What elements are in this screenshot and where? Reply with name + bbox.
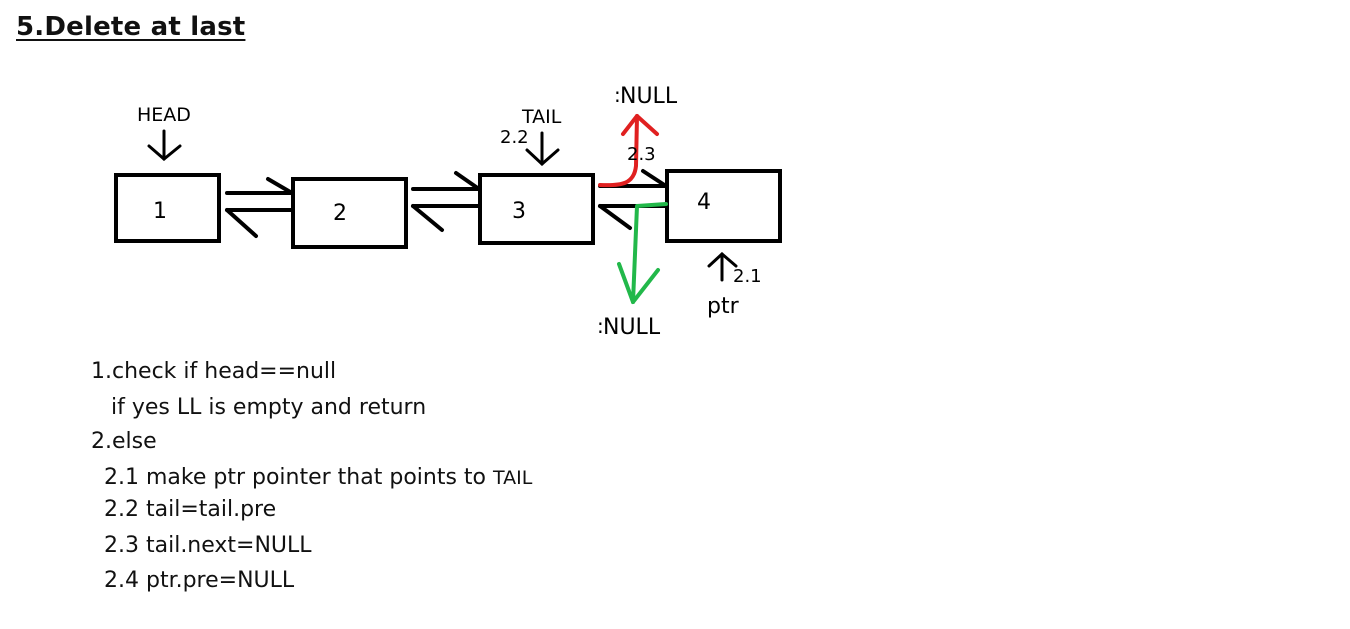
step-2-4: 2.4 ptr.pre=NULL <box>104 568 295 593</box>
node-box-3 <box>478 173 595 245</box>
step-2: 2.else <box>91 429 157 454</box>
ptr-arrow-icon <box>707 251 738 282</box>
step-2-1: 2.1 make ptr pointer that points to TAIL <box>104 464 532 492</box>
step-2-1-text: 2.1 make ptr pointer that points to <box>104 465 487 490</box>
node-label-3: 3 <box>512 199 526 224</box>
head-arrow-icon <box>147 129 182 161</box>
step-2-2: 2.2 tail=tail.pre <box>104 497 277 522</box>
node-label-1: 1 <box>153 199 167 224</box>
pre-null-arrow <box>617 202 668 304</box>
next-step-label: 2.3 <box>627 144 656 165</box>
ptr-step-label: 2.1 <box>733 266 762 287</box>
tail-step-label: 2.2 <box>500 127 529 148</box>
tail-label: TAIL <box>521 106 562 128</box>
link-1-2 <box>225 177 294 238</box>
step-1-yes: if yes LL is empty and return <box>111 395 427 420</box>
link-2-3 <box>411 171 481 232</box>
node-label-2: 2 <box>333 201 347 226</box>
page-title: 5.Delete at last <box>16 12 246 42</box>
ptr-label: ptr <box>707 294 740 319</box>
tail-arrow-icon <box>525 131 560 167</box>
link-3-4 <box>598 169 668 230</box>
null-bottom-label: NULL <box>603 315 661 340</box>
null-bottom-marker: : <box>597 314 604 338</box>
step-2-3: 2.3 tail.next=NULL <box>104 533 312 558</box>
node-box-2 <box>291 177 408 249</box>
next-null-arrow <box>598 114 659 188</box>
step-2-1-tail: TAIL <box>493 467 533 489</box>
null-top-label: NULL <box>620 84 678 109</box>
node-label-4: 4 <box>697 190 711 215</box>
node-box-1 <box>114 173 221 243</box>
step-1: 1.check if head==null <box>91 359 337 384</box>
head-label: HEAD <box>137 104 191 126</box>
null-top-marker: : <box>614 83 621 107</box>
node-box-4 <box>665 169 782 243</box>
